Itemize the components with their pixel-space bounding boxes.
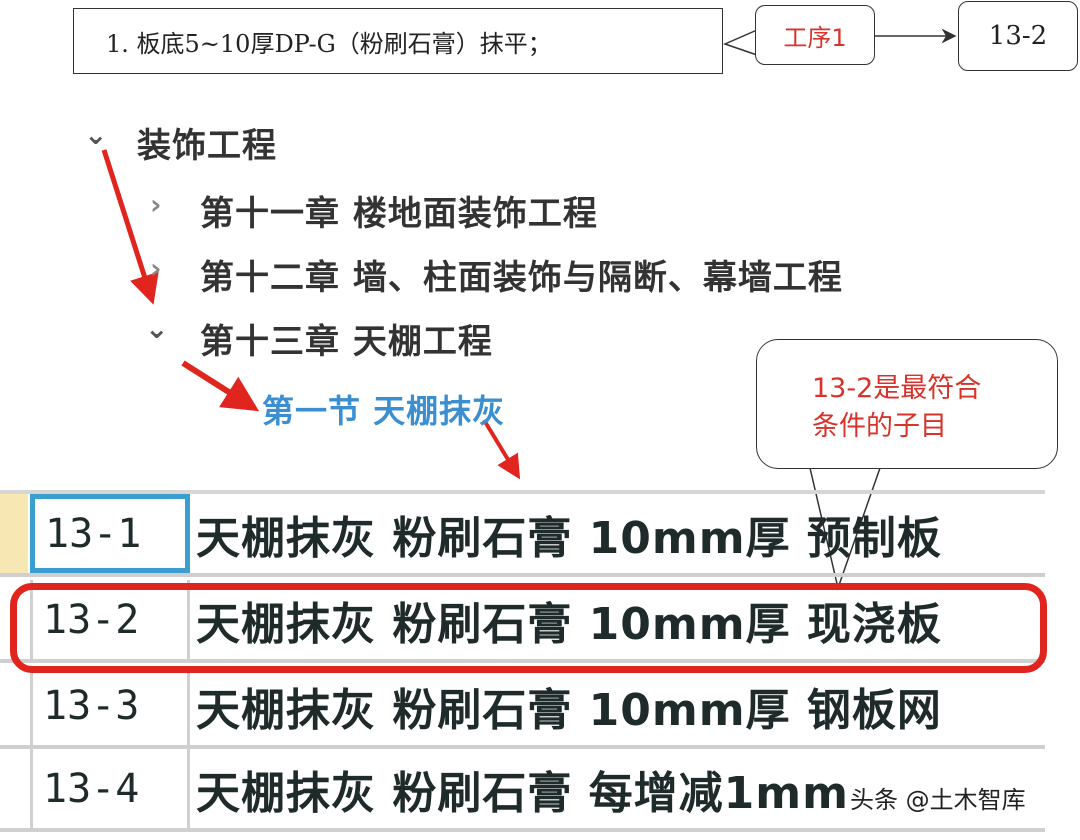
annotation-bubble: 13-2是最符合 条件的子目 [756, 339, 1058, 469]
spec-text-box: 1. 板底5~10厚DP-G（粉刷石膏）抹平； [73, 8, 723, 74]
table-row[interactable]: 13-2 天棚抹灰 粉刷石膏 10mm厚 现浇板 [0, 580, 1045, 663]
row-code[interactable]: 13-2 [30, 580, 190, 659]
table-row[interactable]: 13-3 天棚抹灰 粉刷石膏 10mm厚 钢板网 [0, 666, 1045, 749]
row-code[interactable]: 13-3 [30, 666, 190, 745]
row-indicator [0, 749, 28, 828]
chevron-down-icon[interactable]: ⌄ [84, 118, 108, 151]
bubble-line-1: 13-2是最符合 [812, 373, 982, 404]
step-callout: 工序1 [755, 5, 875, 65]
highlight-ring [10, 583, 1047, 673]
row-indicator [0, 666, 28, 745]
bubble-line-2: 条件的子目 [812, 411, 947, 442]
row-name[interactable]: 天棚抹灰 粉刷石膏 10mm厚 钢板网 [196, 684, 942, 736]
chapter-12-toggle[interactable]: › [150, 252, 162, 285]
step-label: 工序1 [783, 23, 847, 52]
tree-chapter-12[interactable]: 第十二章 墙、柱面装饰与隔断、幕墙工程 [200, 258, 843, 298]
row-name[interactable]: 天棚抹灰 粉刷石膏 10mm厚 现浇板 [196, 598, 942, 650]
row-name[interactable]: 天棚抹灰 粉刷石膏 每增减1mm [196, 767, 849, 819]
chapter-13-toggle[interactable]: ⌄ [145, 312, 168, 345]
table-row[interactable]: 13-4 天棚抹灰 粉刷石膏 每增减1mm [0, 749, 1045, 832]
watermark: 头条 @土木智库 [850, 786, 1026, 814]
tree-chapter-13[interactable]: 第十三章 天棚工程 [200, 322, 493, 362]
row-code[interactable]: 13-4 [30, 749, 190, 828]
tree-root-label[interactable]: 装饰工程 [137, 126, 277, 166]
result-code: 13-2 [988, 21, 1048, 51]
row-name[interactable]: 天棚抹灰 粉刷石膏 10mm厚 预制板 [196, 512, 942, 564]
chapter-11-toggle[interactable]: › [150, 188, 162, 221]
chevron-right-icon[interactable]: › [150, 188, 162, 221]
result-code-box: 13-2 [958, 1, 1078, 71]
chevron-down-icon[interactable]: ⌄ [145, 312, 169, 345]
table-row[interactable]: 13-1 天棚抹灰 粉刷石膏 10mm厚 预制板 [0, 494, 1045, 577]
quota-table: 13-1 天棚抹灰 粉刷石膏 10mm厚 预制板 13-2 天棚抹灰 粉刷石膏 … [0, 490, 1045, 840]
chevron-right-icon[interactable]: › [150, 252, 162, 285]
tree-root[interactable]: ⌄ [84, 118, 107, 151]
row-indicator [0, 494, 28, 573]
row-code[interactable]: 13-1 [30, 494, 190, 573]
spec-text: 1. 板底5~10厚DP-G（粉刷石膏）抹平； [106, 29, 552, 58]
tree-section-1[interactable]: 第一节 天棚抹灰 [262, 392, 506, 430]
tree-chapter-11[interactable]: 第十一章 楼地面装饰工程 [200, 194, 598, 234]
